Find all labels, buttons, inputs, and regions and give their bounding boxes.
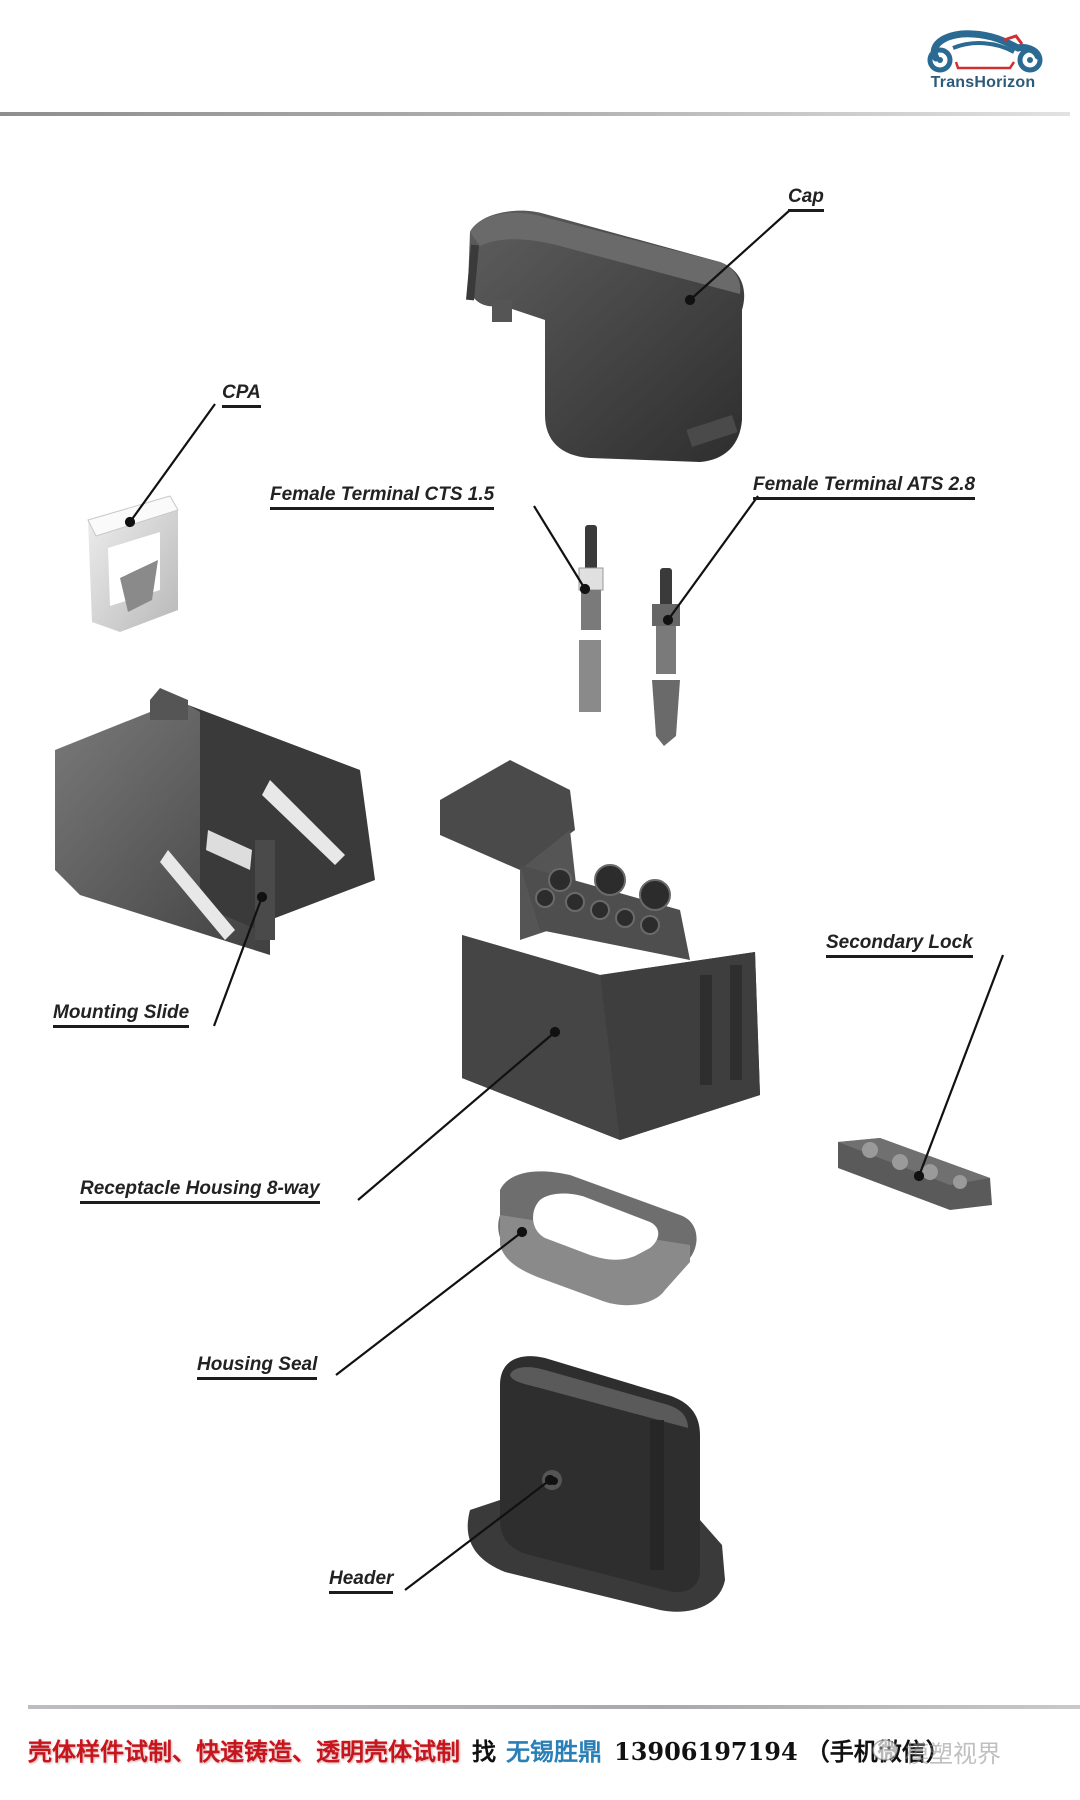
housing-seal-part: [498, 1171, 697, 1306]
watermark-text: 模塑视界: [905, 1740, 1001, 1768]
wechat-icon: [872, 1739, 898, 1761]
receptacle-housing-part: [440, 760, 760, 1140]
leader-secondary-lock: [917, 954, 1005, 1177]
label-housing-seal: Housing Seal: [197, 1354, 318, 1380]
car-logo-icon: [927, 30, 1043, 73]
leader-lines: [124, 209, 1005, 1591]
leader-cts: [533, 505, 586, 590]
female-terminal-cts-part: [578, 525, 604, 712]
leader-cpa: [129, 403, 216, 523]
label-cap: Cap: [788, 186, 824, 212]
footer-find: 找: [472, 1737, 496, 1766]
label-secondary-lock: Secondary Lock: [826, 932, 973, 958]
leader-mounting-slide: [212, 896, 264, 1027]
label-cpa: CPA: [222, 382, 261, 408]
leader-receptacle-housing: [357, 1031, 556, 1201]
cap-part: [466, 210, 745, 462]
transhorizon-logo: TransHorizon: [918, 24, 1048, 96]
leader-header: [404, 1479, 551, 1591]
logo-text: TransHorizon: [930, 74, 1036, 91]
label-header: Header: [329, 1568, 394, 1594]
footer-services: 壳体样件试制、快速铸造、透明壳体试制: [28, 1737, 460, 1766]
label-female-terminal-cts: Female Terminal CTS 1.5: [270, 484, 495, 510]
header-part: [467, 1356, 725, 1612]
label-mounting-slide: Mounting Slide: [53, 1002, 190, 1028]
mounting-slide-part: [55, 688, 375, 955]
footer-phone: 13906197194: [614, 1737, 798, 1766]
leader-ats: [667, 495, 759, 621]
bottom-divider: [28, 1705, 1080, 1709]
footer-company: 无锡胜鼎: [506, 1737, 602, 1766]
leader-housing-seal: [335, 1231, 523, 1376]
top-divider: [0, 112, 1070, 116]
cpa-part: [87, 495, 179, 632]
female-terminal-ats-part: [652, 568, 680, 746]
label-receptacle-housing: Receptacle Housing 8-way: [80, 1178, 320, 1204]
label-female-terminal-ats: Female Terminal ATS 2.8: [753, 474, 976, 500]
leader-cap: [689, 209, 791, 301]
